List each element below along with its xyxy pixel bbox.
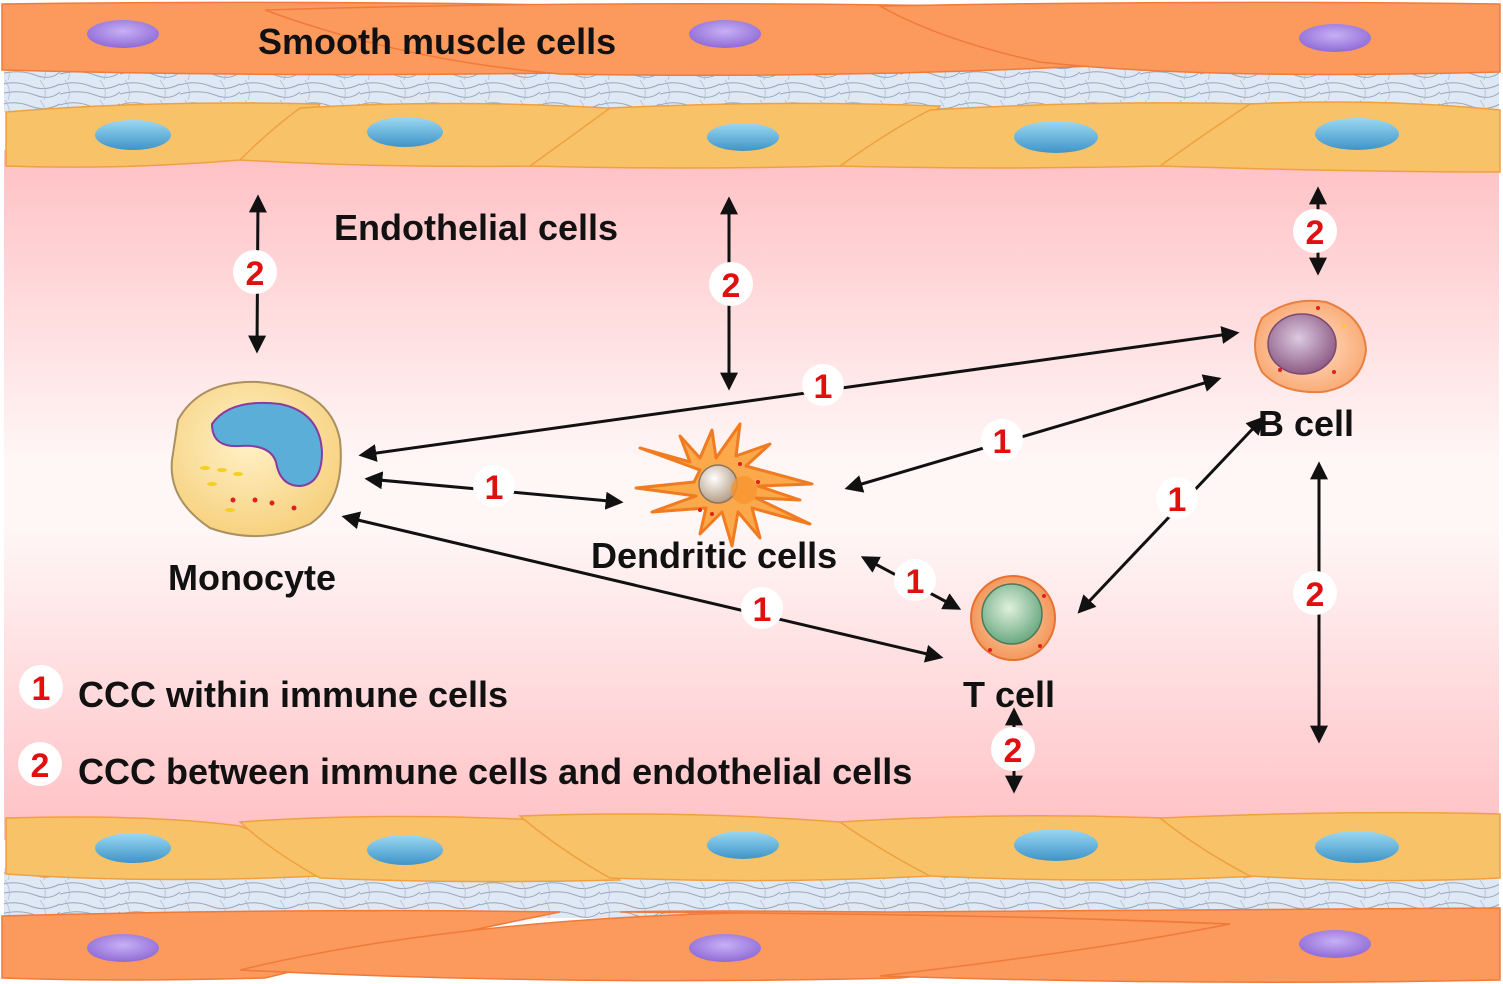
svg-text:2: 2	[722, 267, 741, 305]
top-vessel-wall	[1, 1, 1501, 173]
endothelial-nucleus	[1014, 829, 1098, 861]
endothelial-nucleus	[707, 123, 779, 151]
top-endothelial-layer	[5, 101, 1501, 173]
badges-type-1: 1 1 1 1 1 1	[473, 364, 1198, 629]
endothelial-nucleus	[1014, 121, 1098, 153]
svg-text:2: 2	[1004, 732, 1023, 770]
legend-item: 2 CCC between immune cells and endotheli…	[18, 742, 912, 792]
badge-1: 1	[981, 419, 1023, 461]
top-smooth-muscle-layer	[1, 1, 1501, 77]
badge-2: 2	[1293, 209, 1337, 253]
svg-text:1: 1	[1168, 481, 1187, 519]
smooth-muscle-nucleus	[1299, 24, 1371, 52]
smooth-muscle-nucleus	[87, 934, 159, 962]
smooth-muscle-nucleus	[689, 934, 761, 962]
badge-1: 1	[1156, 477, 1198, 519]
endothelial-nucleus	[95, 833, 171, 863]
legend-item: 1 CCC within immune cells	[19, 665, 508, 715]
legend-number: 2	[31, 747, 50, 785]
endothelial-nucleus	[367, 835, 443, 865]
badge-1: 1	[802, 364, 844, 406]
arrow-monocyte-tcell	[341, 511, 944, 663]
legend-badge	[18, 742, 62, 786]
svg-text:1: 1	[753, 591, 772, 629]
endothelial-label: Endothelial cells	[334, 207, 618, 248]
bottom-endothelial-layer	[5, 811, 1501, 883]
b-cell-label: B cell	[1258, 403, 1354, 444]
badge-1: 1	[741, 587, 783, 629]
dendritic-label: Dendritic cells	[591, 535, 837, 576]
badge-2: 2	[233, 250, 277, 294]
endothelial-nucleus	[1315, 831, 1399, 863]
legend-number: 1	[32, 670, 51, 708]
monocyte-label: Monocyte	[168, 557, 336, 598]
legend-badge	[19, 665, 63, 709]
smooth-muscle-label: Smooth muscle cells	[258, 21, 616, 62]
b-cell-icon	[1254, 299, 1368, 394]
badge-1: 1	[473, 465, 515, 507]
legend-text: CCC between immune cells and endothelial…	[78, 751, 912, 792]
badge-1: 1	[894, 559, 936, 601]
svg-text:1: 1	[993, 423, 1012, 461]
svg-text:1: 1	[906, 563, 925, 601]
t-cell-icon	[970, 575, 1056, 661]
t-cell-label: T cell	[963, 674, 1055, 715]
legend-text: CCC within immune cells	[78, 674, 508, 715]
endothelial-nucleus	[367, 117, 443, 147]
endothelial-nucleus	[707, 831, 779, 859]
legend: 1 CCC within immune cells 2 CCC between …	[18, 665, 912, 792]
endothelial-nucleus	[95, 120, 171, 150]
smooth-muscle-nucleus	[689, 20, 761, 48]
monocyte-cell-icon	[170, 380, 342, 538]
arrow-dendritic-bcell	[844, 374, 1222, 493]
bottom-smooth-muscle-layer	[1, 907, 1501, 983]
endothelial-nucleus	[1315, 118, 1399, 150]
bottom-vessel-wall	[1, 811, 1501, 983]
badge-2: 2	[991, 727, 1035, 771]
svg-text:1: 1	[814, 368, 833, 406]
badge-2: 2	[1293, 571, 1337, 615]
svg-text:2: 2	[246, 255, 265, 293]
smooth-muscle-nucleus	[87, 20, 159, 48]
smooth-muscle-nucleus	[1299, 930, 1371, 958]
badge-2: 2	[709, 262, 753, 306]
svg-text:2: 2	[1306, 214, 1325, 252]
svg-text:1: 1	[485, 469, 504, 507]
badges-type-2: 2 2 2 2 2	[233, 209, 1337, 771]
svg-text:2: 2	[1306, 576, 1325, 614]
arrow-monocyte-bcell	[358, 326, 1240, 462]
